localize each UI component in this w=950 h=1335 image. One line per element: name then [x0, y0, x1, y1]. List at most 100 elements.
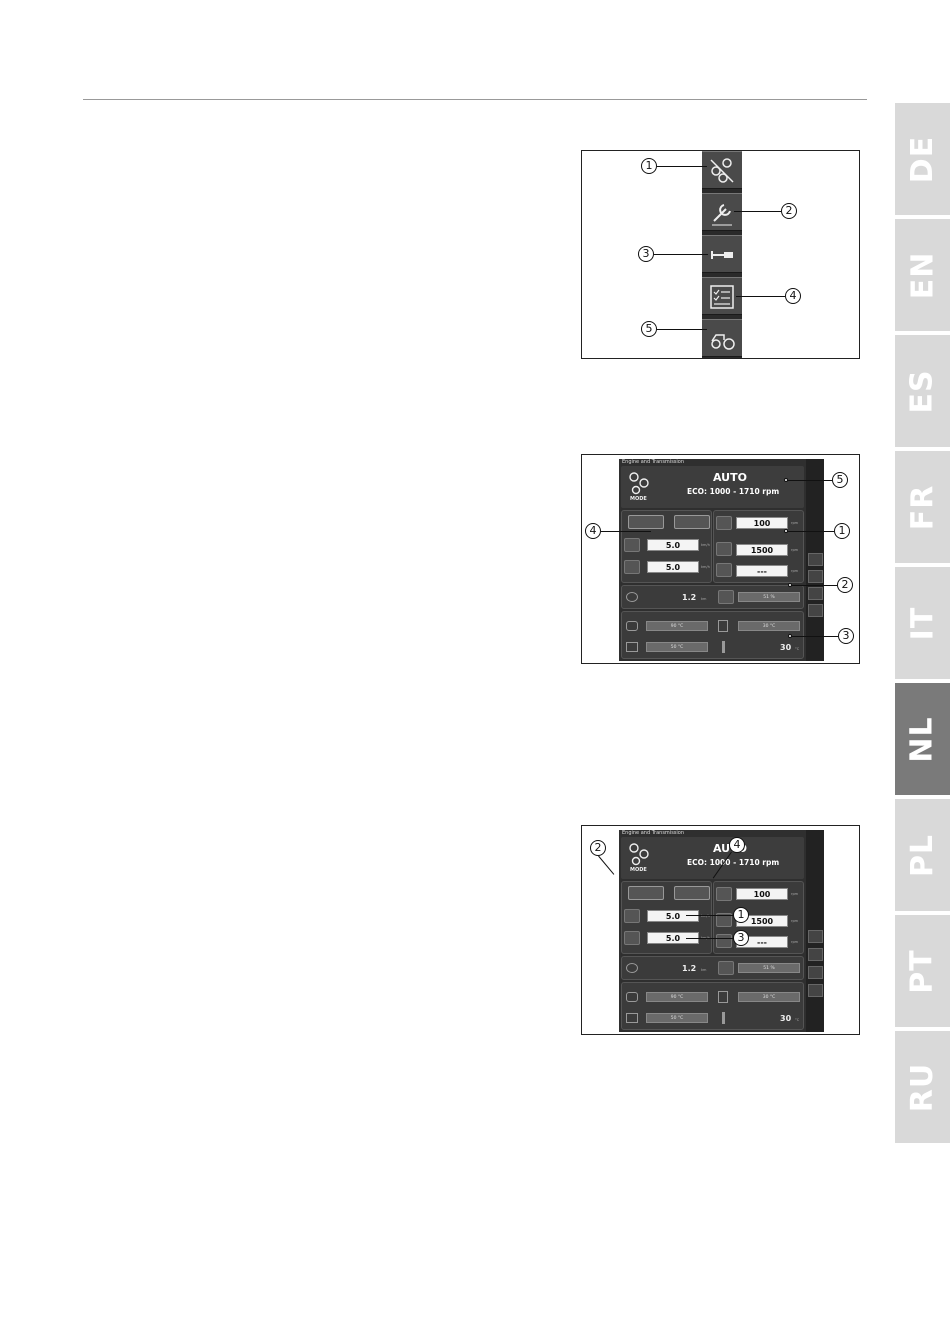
engine-temp-icon: [626, 621, 638, 631]
leader-line: [734, 211, 781, 212]
mode-gears-icon: [629, 843, 649, 866]
load-icon: [718, 590, 734, 604]
screen-title: Engine and Transmission: [622, 459, 685, 465]
engine-temp-icon: [626, 992, 638, 1002]
speed-panel: 5.0 km/h 5.0 km/h: [621, 881, 712, 954]
checklist-menu-button[interactable]: [702, 277, 742, 315]
service-menu-button[interactable]: [808, 948, 823, 961]
lang-tab-label: RU: [905, 1062, 940, 1112]
wheel-slip-icon: [626, 963, 638, 973]
hare-button[interactable]: [674, 515, 710, 529]
leader-line: [598, 855, 615, 875]
leader-line: [686, 938, 733, 939]
lang-tab-fr[interactable]: FR: [895, 451, 950, 563]
checklist-menu-button[interactable]: [808, 984, 823, 997]
slip-panel: 1.2 km 51 %: [621, 956, 804, 980]
hare-button[interactable]: [674, 886, 710, 900]
callout-4: 4: [785, 288, 801, 304]
transmission-temp-icon: [626, 642, 638, 652]
leader-line: [786, 531, 834, 532]
lang-tab-ru[interactable]: RU: [895, 1031, 950, 1143]
lang-tab-nl[interactable]: NL: [895, 683, 950, 795]
callout-1: 1: [834, 523, 850, 539]
wrench-icon: [712, 204, 732, 226]
temperature-panel: 90 °C 50 °C 30 °C 30 °C: [621, 982, 804, 1030]
engine-menu-button[interactable]: [808, 553, 823, 566]
speed-1-value[interactable]: 5.0: [647, 539, 699, 551]
rpm-3-icon: [716, 934, 732, 948]
eco-range: ECO: 1000 - 1710 rpm: [687, 858, 780, 867]
engine-menu-button[interactable]: [808, 930, 823, 943]
rpm-1-value[interactable]: 100: [736, 888, 788, 900]
outside-unit: °C: [795, 1018, 800, 1022]
engine-menu-button[interactable]: [702, 151, 742, 189]
lang-tab-label: NL: [904, 715, 940, 763]
rpm-1-icon: [716, 516, 732, 530]
turtle-button[interactable]: [628, 515, 664, 529]
thermometer-icon: [722, 1012, 725, 1024]
speed-panel: 5.0 km/h 5.0 km/h: [621, 510, 712, 583]
rpm-3-icon: [716, 563, 732, 577]
rpm-panel: 100 rpm 1500 rpm --- rpm: [713, 510, 804, 583]
temperature-panel: 90 °C 50 °C 30 °C 30 °C: [621, 611, 804, 659]
lang-tab-it[interactable]: IT: [895, 567, 950, 679]
slip-value: 1.2: [682, 964, 697, 973]
mode-bar[interactable]: MODE AUTO ECO: 1000 - 1710 rpm: [621, 837, 804, 879]
lang-tab-label: DE: [905, 135, 940, 183]
speed-unit: km/h: [701, 914, 710, 918]
checklist-icon: [710, 285, 734, 309]
leader-line: [657, 166, 707, 167]
transmission-temp-icon: [626, 1013, 638, 1023]
mode-label: MODE: [630, 496, 647, 502]
service-menu-button[interactable]: [702, 193, 742, 231]
implement-menu-button[interactable]: [702, 235, 742, 273]
callout-3: 3: [838, 628, 854, 644]
leader-line: [736, 296, 785, 297]
header-rule: [83, 99, 867, 100]
leader-line: [786, 480, 832, 481]
hydraulic-temp-icon: [718, 991, 728, 1003]
lang-tab-en[interactable]: EN: [895, 219, 950, 331]
leader-line: [790, 636, 838, 637]
slip-unit: km: [701, 597, 707, 601]
figure-engine-screen: Engine and Transmission MODE AUTO ECO: 1…: [581, 454, 860, 664]
lang-tab-es[interactable]: ES: [895, 335, 950, 447]
leader-line: [686, 915, 733, 916]
speed-2-value[interactable]: 5.0: [647, 561, 699, 573]
rpm-2-value[interactable]: 1500: [736, 544, 788, 556]
rpm-1-value[interactable]: 100: [736, 517, 788, 529]
hydraulic-temp-icon: [718, 620, 728, 632]
outside-unit: °C: [795, 647, 800, 651]
leader-line: [657, 329, 707, 330]
rpm-3-value[interactable]: ---: [736, 565, 788, 577]
slip-unit: km: [701, 968, 707, 972]
lang-tab-pl[interactable]: PL: [895, 799, 950, 911]
rpm-2-icon: [716, 913, 732, 927]
service-menu-button[interactable]: [808, 570, 823, 583]
lang-tab-pt[interactable]: PT: [895, 915, 950, 1027]
slip-value: 1.2: [682, 593, 697, 602]
implement-menu-button[interactable]: [808, 587, 823, 600]
callout-4: 4: [585, 523, 601, 539]
callout-1: 1: [641, 158, 657, 174]
rpm-unit: rpm: [791, 940, 799, 944]
lang-tab-de[interactable]: DE: [895, 103, 950, 215]
rpm-2-value[interactable]: 1500: [736, 915, 788, 927]
tractor-menu-button[interactable]: [702, 319, 742, 357]
temp-1: 90 °C: [646, 992, 708, 1002]
speed-1-icon: [624, 909, 640, 923]
checklist-menu-button[interactable]: [808, 604, 823, 617]
implement-hitch-icon: [711, 251, 733, 259]
mode-label: MODE: [630, 867, 647, 873]
load-bar: 51 %: [738, 963, 800, 973]
implement-menu-button[interactable]: [808, 966, 823, 979]
speed-1-value[interactable]: 5.0: [647, 910, 699, 922]
leader-line: [601, 531, 651, 532]
screen-title: Engine and Transmission: [622, 830, 685, 836]
mode-bar[interactable]: MODE AUTO ECO: 1000 - 1710 rpm: [621, 466, 804, 508]
turtle-button[interactable]: [628, 886, 664, 900]
leader-dot: [788, 634, 792, 638]
outside-temp: 30: [780, 1014, 792, 1023]
leader-line: [654, 254, 708, 255]
load-bar: 51 %: [738, 592, 800, 602]
